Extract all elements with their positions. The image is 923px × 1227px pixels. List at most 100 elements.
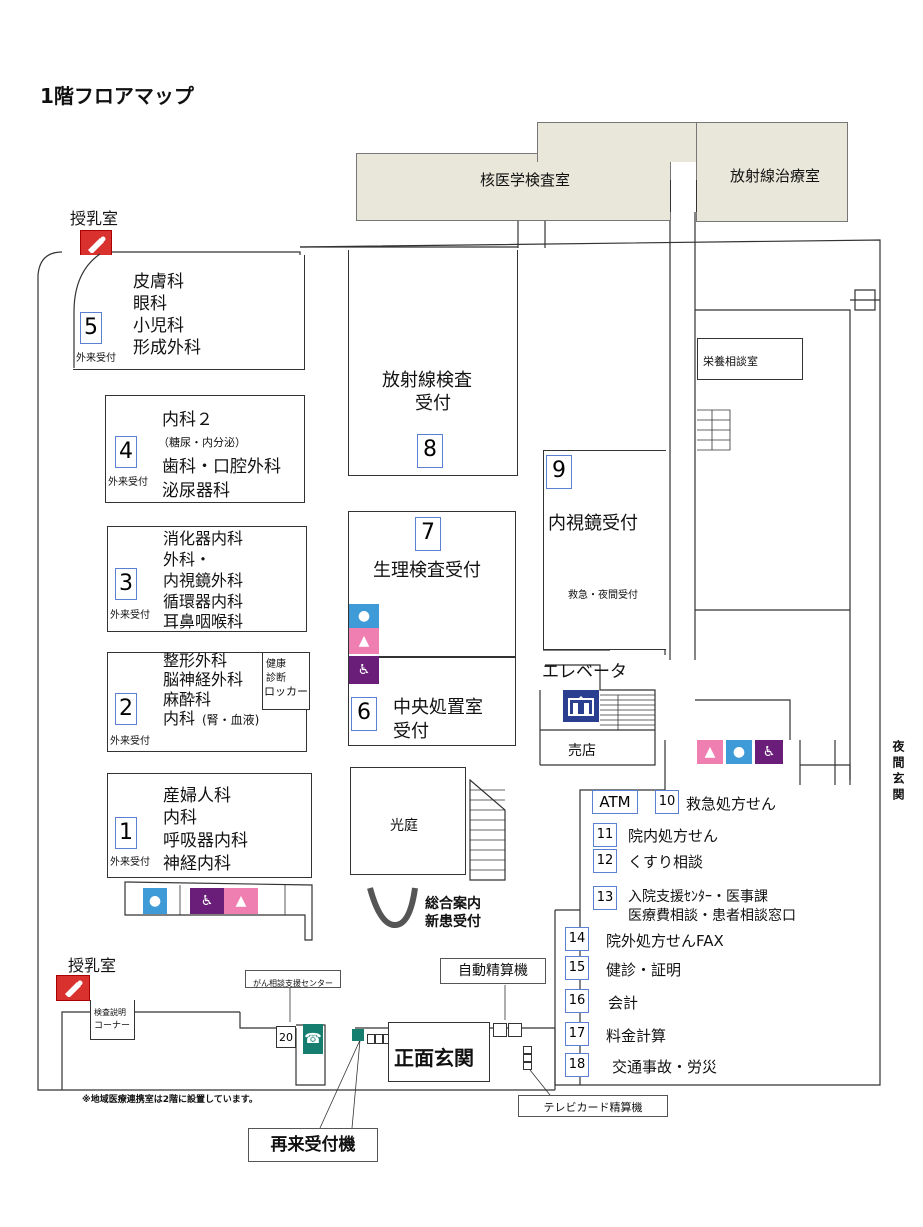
dept-1-block [107,773,312,878]
dept-4-line2: 歯科・口腔外科 [162,457,281,477]
auto-payment-callout: 自動精算機 [440,958,546,984]
nuclear-medicine-room-upper [537,122,697,162]
service-16-number: 16 [565,989,589,1013]
exam-corner-line2: コーナー [94,1021,131,1031]
nursing-room-label-top: 授乳室 [70,209,119,228]
male-toilet-icon-center: ● [349,604,379,628]
service-17-number: 17 [565,1022,589,1046]
info-line1: 総合案内 [425,896,481,912]
dept-3-line4: 循環器内科 [163,592,244,611]
service-13-number: 13 [593,886,617,910]
dept-5-number: 5 [80,312,102,344]
corridor-stub [670,180,697,212]
baby-bottle-icon-bottom [56,975,90,1001]
service-16-label: 会計 [608,994,639,1012]
dept-1-line1: 産婦人科 [163,786,231,806]
treatment-line2: 受付 [393,721,429,742]
service-12-label: くすり相談 [628,853,704,871]
dept-2-reception: 外来受付 [110,736,150,747]
tv-card-label: テレビカード精算機 [543,1101,643,1114]
dept-2-locker [262,652,310,710]
emergency-night-label: 救急・夜間受付 [568,590,638,601]
dept-2-number: 2 [115,693,137,725]
dept-2-line2: 脳神経外科 [163,670,244,689]
number-20: 20 [276,1026,296,1048]
dept-3-reception: 外来受付 [110,610,150,621]
locker-line3: ロッカー [264,685,308,698]
dept-1-line3: 呼吸器内科 [163,831,248,851]
dept-3-number: 3 [115,568,137,600]
auto-payment-label: 自動精算機 [458,963,528,979]
dept-5-line3: 小児科 [133,316,184,336]
info-line2: 新患受付 [425,914,481,930]
cancer-center-label: がん相談支援センター [253,979,333,988]
main-entrance-label: 正面玄関 [394,1046,474,1070]
dept-3-block [107,526,307,632]
service-12-number: 12 [593,849,617,873]
service-11-label: 院内処方せん [628,827,719,845]
dept-2-line4-sub: (腎・血液) [202,713,260,727]
dept-4-sub: （糖尿・内分泌） [158,436,246,449]
service-17-label: 料金計算 [606,1027,667,1045]
endoscopy-label: 内視鏡受付 [548,513,638,534]
physiology-label: 生理検査受付 [373,560,481,581]
main-entrance [388,1022,490,1082]
dept-5-reception: 外来受付 [76,353,116,364]
dept-3-line1: 消化器内科 [163,529,244,548]
female-toilet-icon: ▲ [224,888,258,914]
dept-5-line4: 形成外科 [133,338,201,358]
locker-line2: 診断 [266,673,286,684]
baby-bottle-icon [80,230,112,258]
service-15-label: 健診・証明 [606,961,682,979]
exam-corner [90,1000,135,1040]
service-10-label: 救急処方せん [686,795,777,813]
service-13-label2: 医療費相談・患者相談窓口 [628,908,796,924]
dept-4-block [105,395,305,503]
service-14-number: 14 [565,927,589,951]
female-toilet-icon-center: ▲ [349,628,379,654]
wheelchair-icon-center: ♿ [349,656,379,684]
female-toilet-icon-right: ▲ [697,740,723,764]
dept-1-reception: 外来受付 [110,857,150,868]
reentry-callout: 再来受付機 [248,1128,378,1162]
small-green-square [352,1029,364,1041]
radiology-line1: 放射線検査 [382,370,472,391]
phone-icon: ☎ [303,1024,323,1054]
courtyard-label: 光庭 [390,818,418,834]
auto-payment-machines [493,1022,523,1037]
radiology-line2: 受付 [415,393,451,414]
service-11-number: 11 [593,823,617,847]
nutrition-label: 栄養相談室 [703,355,758,368]
dept-1-line4: 神経内科 [163,854,231,874]
exam-corner-line1: 検査説明 [94,1008,126,1017]
cancer-center-callout: がん相談支援センター [245,970,341,988]
dept-5-line2: 眼科 [133,294,167,314]
treatment-line1: 中央処置室 [393,697,483,718]
endoscopy-number: 9 [546,455,572,489]
radiotherapy-label: 放射線治療室 [730,167,821,185]
footnote: ※地域医療連携室は2階に設置しています。 [82,1095,258,1105]
tv-card-callout: テレビカード精算機 [518,1095,668,1117]
service-14-label: 院外処方せんFAX [606,932,724,950]
dept-4-number: 4 [115,436,137,468]
shop-label: 売店 [568,743,596,759]
dept-3-line3: 内視鏡外科 [163,571,244,590]
dept-3-line2: 外科・ [163,550,212,569]
reentry-label: 再来受付機 [270,1135,356,1155]
dept-2-line1: 整形外科 [163,651,228,670]
male-toilet-icon: ● [143,888,167,914]
tv-card-machines [523,1046,533,1070]
service-13-label: 入院支援ｾﾝﾀｰ・医事課 [628,889,768,905]
dept-1-number: 1 [115,817,137,849]
radiology-number: 8 [417,434,443,468]
locker-line1: 健康 [266,659,286,670]
service-10-number: 10 [655,790,679,814]
nursing-room-label-bottom: 授乳室 [68,956,117,975]
nuclear-medicine-room [356,153,671,221]
dept-5-curve [73,253,101,368]
page-title: 1階フロアマップ [40,84,194,108]
treatment-number: 6 [351,697,377,731]
dept-1-line2: 内科 [163,808,197,828]
radiotherapy-room [696,122,848,222]
